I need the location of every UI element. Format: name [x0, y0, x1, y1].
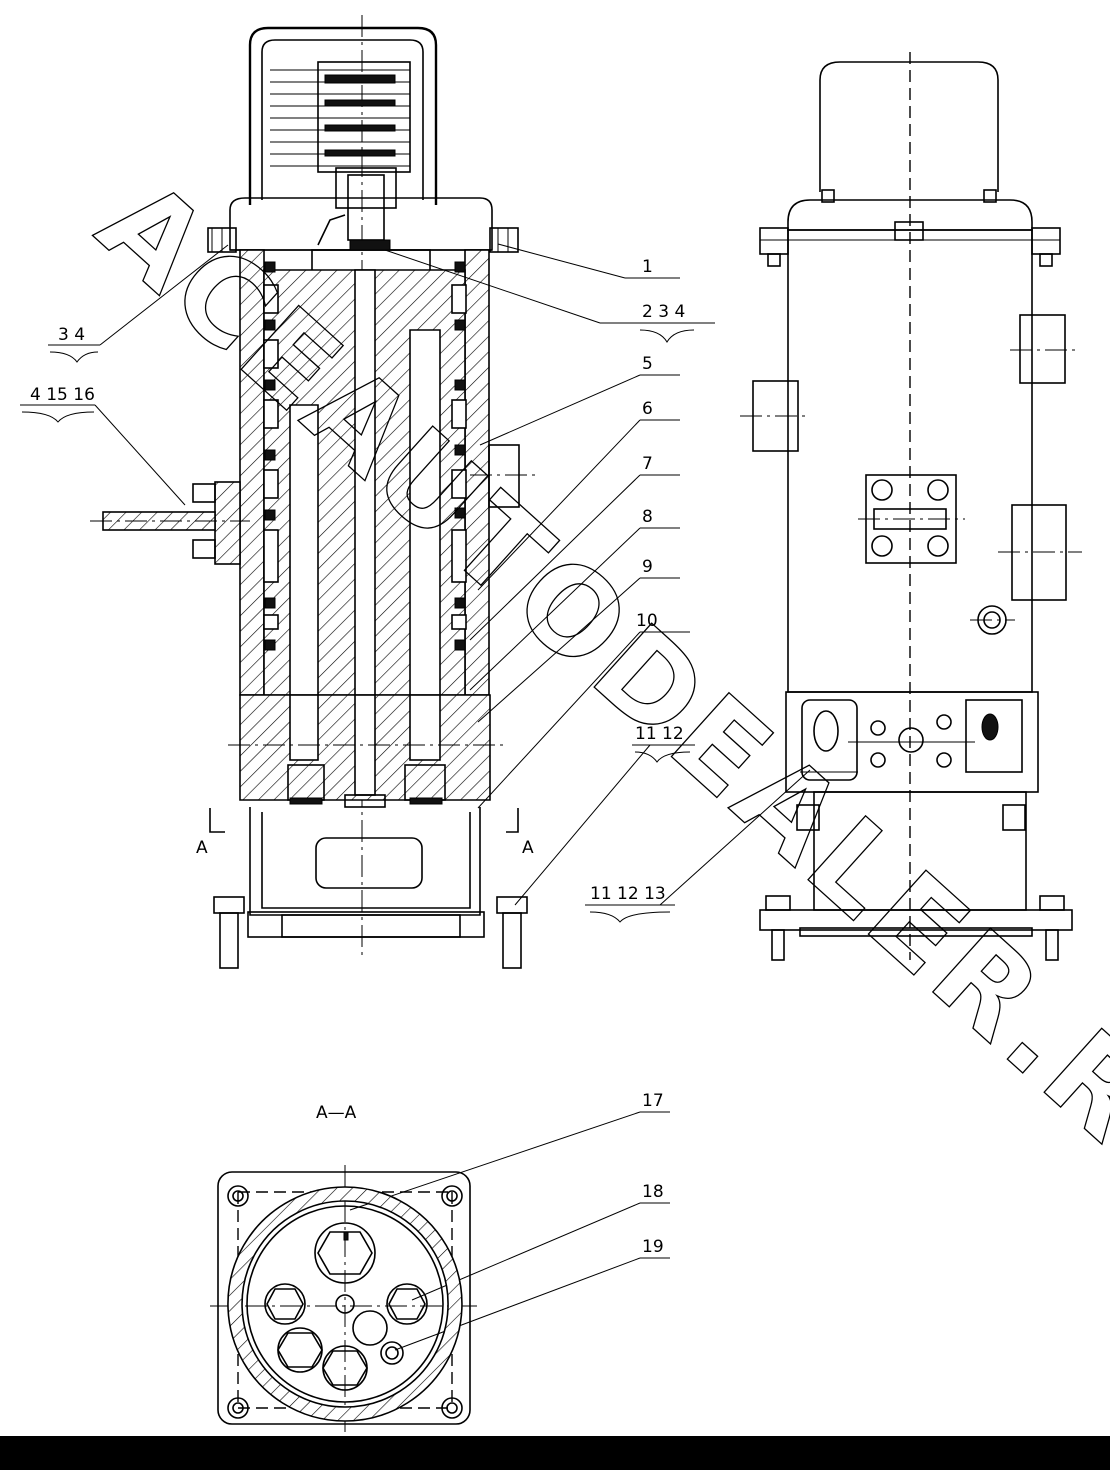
- callout-8: 8: [642, 507, 653, 527]
- callout-17: 17: [642, 1091, 664, 1111]
- watermark-text: ACEAUTODEALER.RU: [73, 153, 1110, 1239]
- bottom-bar: [0, 1436, 1110, 1470]
- callout-11-12: 11 12: [635, 724, 684, 744]
- callout-3-4: 3 4: [58, 325, 85, 345]
- callout-leaders: [20, 243, 811, 1351]
- callout-5: 5: [642, 354, 653, 374]
- callout-1: 1: [642, 257, 653, 277]
- callout-9: 9: [642, 557, 653, 577]
- section-marker-left: A: [196, 838, 208, 858]
- cap-bolt-right: [489, 227, 519, 253]
- section-title: A—A: [316, 1103, 357, 1123]
- seals-right: [451, 261, 467, 651]
- cap-bolt-left: [207, 227, 237, 253]
- section-marker-right: A: [522, 838, 534, 858]
- callout-10: 10: [636, 611, 658, 631]
- callout-18: 18: [642, 1182, 664, 1202]
- callout-11-12-13: 11 12 13: [590, 884, 666, 904]
- side-flange-left: [90, 481, 250, 565]
- exterior-view: [740, 52, 1082, 961]
- callout-2-3-4: 2 3 4: [642, 302, 685, 322]
- seals-left: [263, 261, 279, 651]
- callout-labels: 1 2 3 4 3 4 4 15 16 5 6 7 8 9 10 11 12 1…: [30, 257, 685, 1257]
- section-a-a-view: A—A: [210, 1103, 480, 1440]
- callout-19: 19: [642, 1237, 664, 1257]
- callout-4-15-16: 4 15 16: [30, 385, 95, 405]
- callout-6: 6: [642, 399, 653, 419]
- sectional-view: A A: [90, 15, 540, 969]
- coil-fins: [270, 61, 411, 173]
- callout-7: 7: [642, 454, 653, 474]
- bottom-plugs: [287, 764, 446, 808]
